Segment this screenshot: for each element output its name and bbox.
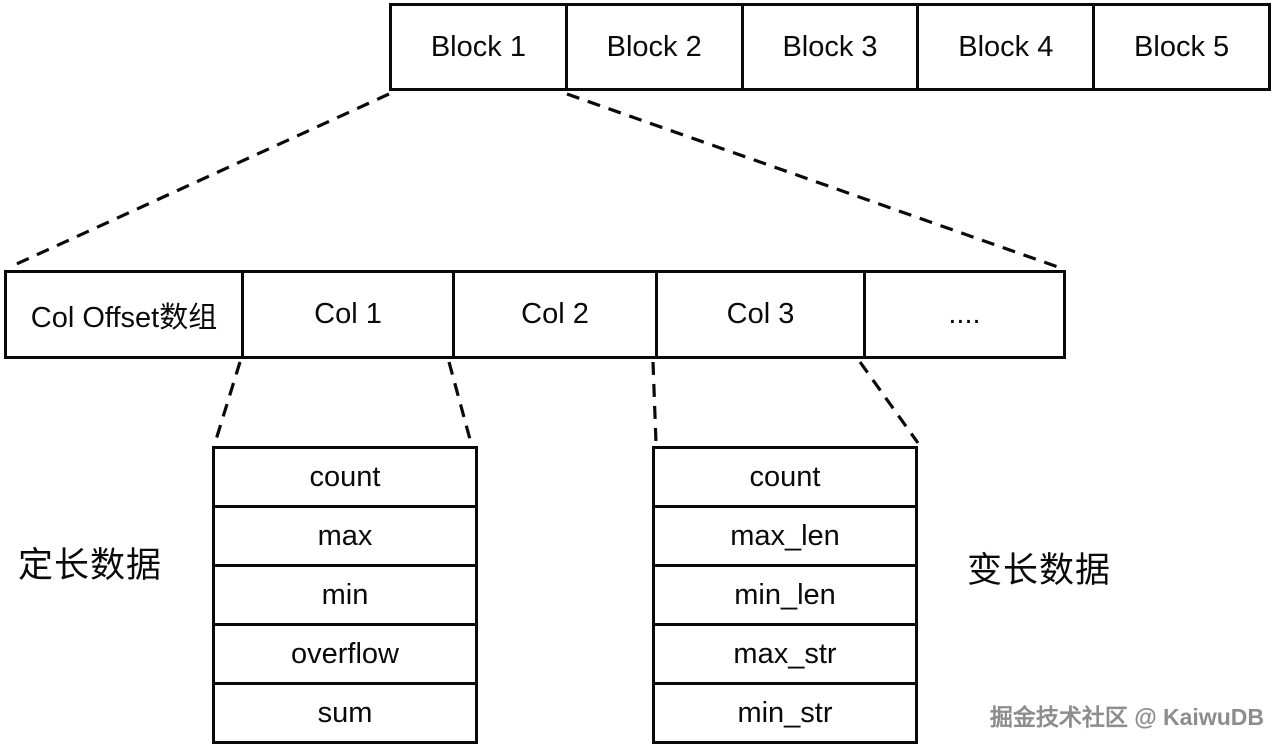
- stats-row-max: max: [215, 505, 475, 564]
- dashed-line-col1-to-fixedtable-right: [447, 361, 473, 444]
- column-cell-col2: Col 2: [452, 273, 655, 356]
- column-cell-col1: Col 1: [241, 273, 452, 356]
- column-cell-col3: Col 3: [655, 273, 863, 356]
- dashed-line-col3-to-vartable-right: [858, 361, 920, 444]
- dashed-line-block1-to-colrow-right: [566, 92, 1059, 269]
- block-row: Block 1 Block 2 Block 3 Block 4 Block 5: [389, 3, 1271, 91]
- block-cell-4: Block 4: [916, 6, 1092, 88]
- block-cell-2: Block 2: [564, 6, 741, 88]
- stats-row-min-len: min_len: [655, 564, 915, 623]
- stats-row-max-len: max_len: [655, 505, 915, 564]
- variable-length-stats-table: count max_len min_len max_str min_str: [652, 446, 918, 744]
- column-cell-ellipsis: ....: [863, 273, 1063, 356]
- stats-row-max-str: max_str: [655, 623, 915, 682]
- stats-row-overflow: overflow: [215, 623, 475, 682]
- dashed-line-col3-to-vartable-left: [651, 361, 658, 444]
- dashed-line-col1-to-fixedtable-left: [213, 361, 242, 444]
- block-cell-5: Block 5: [1092, 6, 1268, 88]
- variable-length-label: 变长数据: [967, 551, 1112, 590]
- dashed-line-block1-to-colrow-left: [9, 92, 390, 269]
- column-row: Col Offset数组 Col 1 Col 2 Col 3 ....: [4, 270, 1066, 359]
- stats-row-sum: sum: [215, 682, 475, 741]
- stats-row-count: count: [309, 460, 381, 493]
- block-cell-3: Block 3: [740, 6, 917, 88]
- fixed-length-label: 定长数据: [18, 546, 163, 585]
- watermark: 掘金技术社区 @ KaiwuDB: [989, 704, 1264, 730]
- block-cell-1: Block 1: [430, 30, 526, 63]
- stats-row-min-str: min_str: [655, 682, 915, 741]
- stats-row-min: min: [215, 564, 475, 623]
- column-cell-offset-array: Col Offset数组: [30, 301, 218, 334]
- fixed-length-stats-table: count max min overflow sum: [212, 446, 478, 744]
- stats-row-count: count: [749, 460, 821, 493]
